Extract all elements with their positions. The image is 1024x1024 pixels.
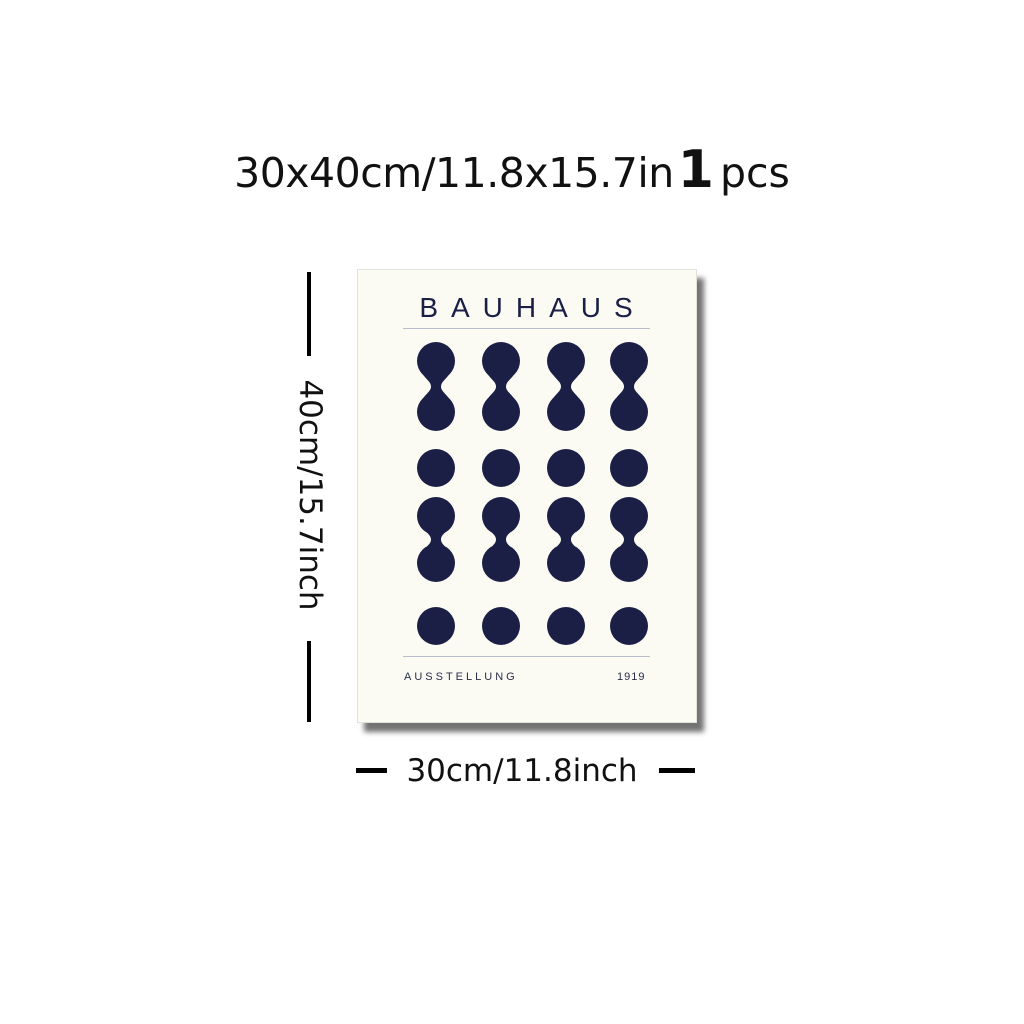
hourglass-shape [417, 497, 455, 582]
hourglass-shape [547, 342, 585, 431]
height-dimension-bar-top [307, 272, 311, 356]
hourglass-shape [482, 342, 520, 431]
height-dimension-bar-bottom [307, 641, 311, 722]
dot-shape [482, 449, 520, 487]
hourglass-shape [417, 342, 455, 431]
quantity-unit: pcs [719, 149, 790, 197]
poster-title: BAUHAUS [419, 292, 646, 323]
dot-shape [610, 449, 648, 487]
width-dimension-bar-right [659, 768, 695, 773]
dot-shape [547, 449, 585, 487]
hourglass-shape [482, 497, 520, 582]
dot-shape [610, 607, 648, 645]
size-text: 30x40cm/11.8x15.7in [234, 149, 674, 197]
width-dimension-label: 30cm/11.8inch [406, 753, 638, 789]
hourglass-shape [547, 497, 585, 582]
dot-shape [417, 607, 455, 645]
poster-footer-left: AUSSTELLUNG [404, 671, 518, 683]
poster-top-rule [403, 328, 650, 329]
dot-shape [482, 607, 520, 645]
width-dimension-bar-left [356, 768, 387, 773]
dot-shape [417, 449, 455, 487]
hourglass-shape [610, 497, 648, 582]
poster-footer-right: 1919 [617, 671, 646, 683]
hourglass-shape [610, 342, 648, 431]
quantity-number: 1 [677, 140, 714, 200]
poster-bottom-rule [403, 656, 650, 657]
dot-shape [547, 607, 585, 645]
poster-image [357, 269, 697, 723]
